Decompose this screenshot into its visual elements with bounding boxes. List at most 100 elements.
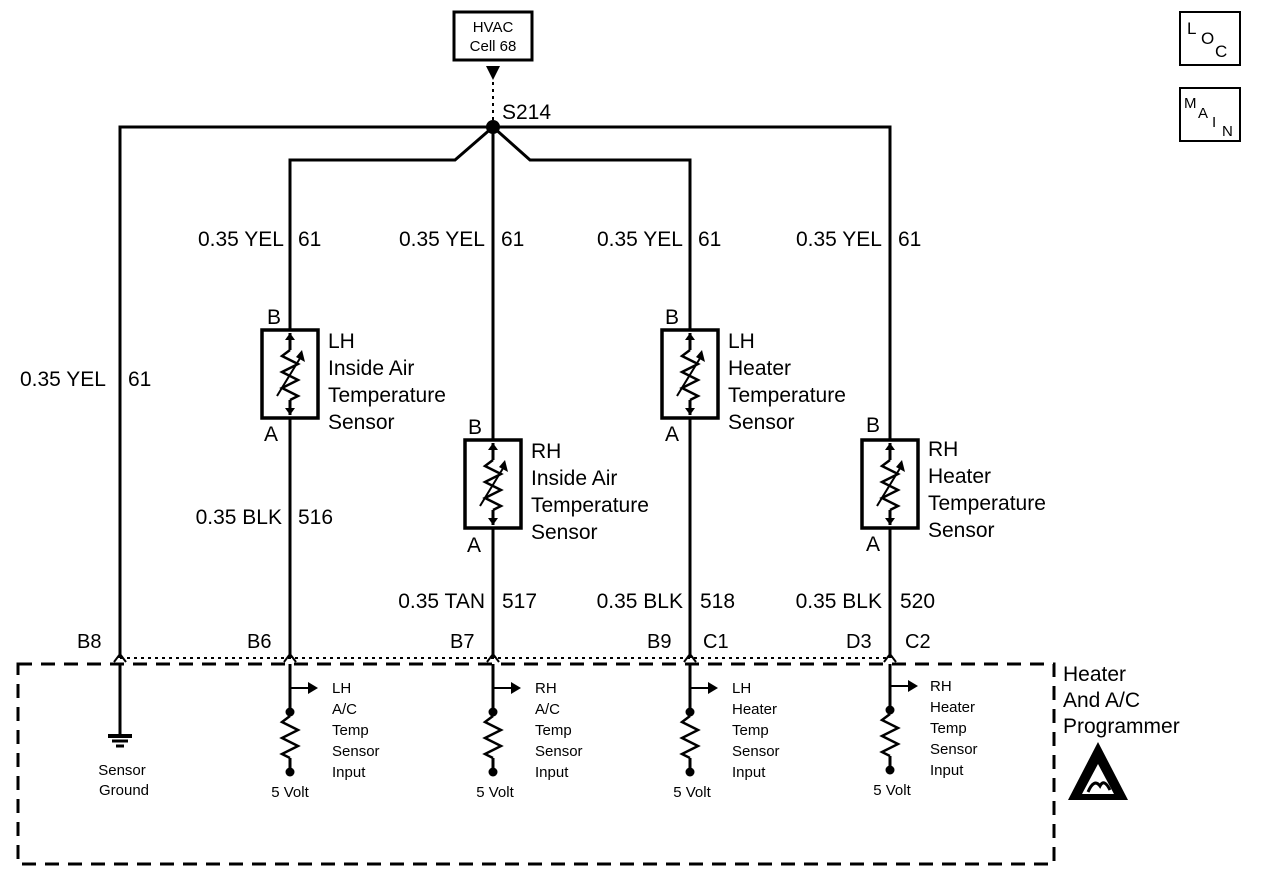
svg-text:Inside Air: Inside Air — [328, 357, 414, 380]
pin-b-label: B — [267, 306, 281, 329]
svg-text:Sensor: Sensor — [930, 741, 978, 758]
svg-text:5 Volt: 5 Volt — [476, 784, 514, 801]
cell-label: Cell 68 — [470, 38, 517, 55]
hvac-label: HVAC — [473, 19, 514, 36]
svg-text:Input: Input — [732, 764, 766, 781]
wire-lh-inside-top-size: 0.35 YEL — [198, 228, 284, 251]
splice-bus: S214 — [118, 101, 892, 658]
svg-text:Temp: Temp — [332, 722, 369, 739]
wire-rh-inside-bottom-size: 0.35 TAN — [398, 590, 485, 613]
svg-text:LH: LH — [732, 680, 751, 697]
svg-text:Input: Input — [535, 764, 569, 781]
svg-text:Sensor: Sensor — [928, 519, 995, 542]
svg-text:C: C — [1215, 42, 1227, 61]
lh-ac-temp-sensor-input: 5 Volt LH A/C Temp Sensor Input — [271, 664, 380, 801]
wire-rh-heater-top-size: 0.35 YEL — [796, 228, 882, 251]
svg-text:Temperature: Temperature — [728, 384, 846, 407]
wire-ground-size: 0.35 YEL — [20, 368, 106, 391]
wire-rh-inside-top-circuit: 61 — [501, 228, 524, 251]
svg-text:Heater: Heater — [732, 701, 777, 718]
wire-lh-heater-top-size: 0.35 YEL — [597, 228, 683, 251]
svg-text:RH: RH — [535, 680, 557, 697]
svg-text:Ground: Ground — [99, 782, 149, 799]
svg-text:LH: LH — [328, 330, 355, 353]
svg-text:Input: Input — [332, 764, 366, 781]
main-icon[interactable]: M A I N — [1179, 87, 1241, 142]
svg-text:O: O — [1201, 29, 1214, 48]
wire-lh-heater-top-circuit: 61 — [698, 228, 721, 251]
pin-b9: B9 — [647, 631, 671, 653]
pin-a-label: A — [467, 534, 481, 557]
svg-text:Temp: Temp — [535, 722, 572, 739]
svg-text:RH: RH — [531, 440, 561, 463]
hvac-cell-reference[interactable]: HVAC Cell 68 — [452, 10, 534, 62]
svg-text:Temp: Temp — [732, 722, 769, 739]
wire-lh-heater-bottom-size: 0.35 BLK — [597, 590, 683, 613]
svg-text:And A/C: And A/C — [1063, 689, 1140, 712]
rh-heater-temp-sensor-input: 5 Volt RH Heater Temp Sensor Input — [873, 664, 978, 799]
svg-text:N: N — [1222, 123, 1233, 140]
wire-rh-inside-bottom-circuit: 517 — [502, 590, 537, 613]
wire-ground-circuit: 61 — [128, 368, 151, 391]
pin-b-label: B — [468, 416, 482, 439]
svg-text:LH: LH — [728, 330, 755, 353]
svg-text:Sensor: Sensor — [535, 743, 583, 760]
heater-ac-programmer-module[interactable]: Heater And A/C Programmer — [16, 662, 1180, 866]
svg-text:A/C: A/C — [332, 701, 357, 718]
svg-text:A: A — [1198, 105, 1208, 122]
hvac-connector-arrow — [486, 66, 500, 120]
svg-text:A/C: A/C — [535, 701, 560, 718]
lh-heater-temp-sensor[interactable]: B A LH Heater Temperature Sensor — [660, 306, 846, 446]
wire-lh-heater-bottom-circuit: 518 — [700, 590, 735, 613]
svg-text:Temperature: Temperature — [531, 494, 649, 517]
loc-icon[interactable]: L O C — [1179, 11, 1241, 66]
pin-b8: B8 — [77, 631, 101, 653]
wire-rh-heater-bottom-size: 0.35 BLK — [796, 590, 882, 613]
svg-text:RH: RH — [928, 438, 958, 461]
svg-text:5 Volt: 5 Volt — [873, 782, 911, 799]
svg-text:Sensor: Sensor — [332, 743, 380, 760]
pin-b6: B6 — [247, 631, 271, 653]
svg-text:Heater: Heater — [728, 357, 791, 380]
pin-c1: C1 — [703, 631, 729, 653]
svg-text:Heater: Heater — [1063, 663, 1126, 686]
svg-text:Sensor: Sensor — [328, 411, 395, 434]
wire-rh-inside-top-size: 0.35 YEL — [399, 228, 485, 251]
wire-labels: 0.35 YEL 61 0.35 YEL 61 0.35 YEL 61 0.35… — [20, 228, 935, 613]
svg-text:Temp: Temp — [930, 720, 967, 737]
wire-rh-heater-top-circuit: 61 — [898, 228, 921, 251]
rh-inside-air-temp-sensor[interactable]: B A RH Inside Air Temperature Sensor — [463, 416, 649, 557]
svg-text:L: L — [1187, 19, 1196, 38]
rh-heater-temp-sensor[interactable]: B A RH Heater Temperature Sensor — [860, 414, 1046, 556]
svg-text:Programmer: Programmer — [1063, 715, 1180, 738]
svg-text:LH: LH — [332, 680, 351, 697]
svg-text:Inside Air: Inside Air — [531, 467, 617, 490]
pin-c2: C2 — [905, 631, 931, 653]
svg-text:Input: Input — [930, 762, 964, 779]
sensor-ground: Sensor Ground — [98, 664, 149, 799]
pin-b7: B7 — [450, 631, 474, 653]
svg-text:Sensor: Sensor — [531, 521, 598, 544]
pin-a-label: A — [665, 423, 679, 446]
wire-lh-inside-bottom-size: 0.35 BLK — [196, 506, 282, 529]
lh-heater-temp-sensor-input: 5 Volt LH Heater Temp Sensor Input — [673, 664, 780, 801]
sensor-return-wires — [288, 418, 892, 658]
pin-a-label: A — [866, 533, 880, 556]
svg-text:Sensor: Sensor — [732, 743, 780, 760]
esd-warning-icon — [1068, 742, 1128, 800]
svg-text:Temperature: Temperature — [328, 384, 446, 407]
splice-label: S214 — [502, 101, 551, 124]
svg-text:Sensor: Sensor — [728, 411, 795, 434]
svg-text:M: M — [1184, 95, 1197, 112]
svg-text:Temperature: Temperature — [928, 492, 1046, 515]
svg-text:5 Volt: 5 Volt — [673, 784, 711, 801]
svg-text:Heater: Heater — [930, 699, 975, 716]
pin-a-label: A — [264, 423, 278, 446]
svg-text:5 Volt: 5 Volt — [271, 784, 309, 801]
wire-lh-inside-top-circuit: 61 — [298, 228, 321, 251]
lh-inside-air-temp-sensor[interactable]: B A LH Inside Air Temperature Sensor — [260, 306, 446, 446]
svg-text:Heater: Heater — [928, 465, 991, 488]
rh-ac-temp-sensor-input: 5 Volt RH A/C Temp Sensor Input — [476, 664, 583, 801]
svg-text:RH: RH — [930, 678, 952, 695]
